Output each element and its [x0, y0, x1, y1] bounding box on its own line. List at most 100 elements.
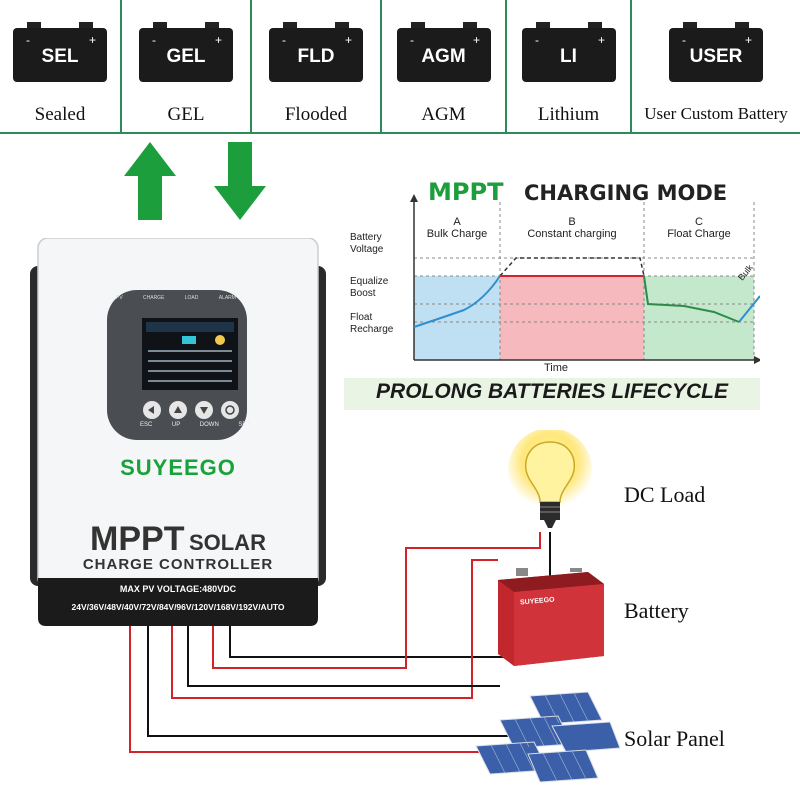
phase-a: A Bulk Charge [414, 216, 500, 240]
charge-controller-device [30, 238, 326, 626]
y-label-line: Float [350, 312, 373, 323]
battery-type-user: - + USER User Custom Battery [632, 0, 800, 132]
battery-wire-red [171, 559, 498, 699]
battery-name: Sealed [34, 104, 86, 125]
product-title-small: SOLAR [188, 530, 266, 555]
y-label-line: Voltage [350, 244, 384, 255]
divider [505, 0, 507, 132]
battery-code: FLD [297, 46, 335, 67]
phase-b: B Constant charging [500, 216, 644, 240]
svg-text:+: + [598, 33, 605, 47]
bulk-region [414, 276, 500, 360]
button-labels: ESC UP DOWN SET [140, 422, 250, 428]
phase-a-label: Bulk Charge [426, 228, 488, 240]
phase-c-letter: C [695, 216, 703, 228]
svg-text:+: + [215, 33, 222, 47]
charge-indicator-label: CHARGE [143, 295, 165, 301]
battery-name: Flooded [284, 104, 348, 125]
y-label-line: Boost [350, 288, 376, 299]
product-title: MPPT SOLAR [40, 520, 316, 559]
chart-tagline: PROLONG BATTERIES LIFECYCLE [376, 380, 728, 403]
solar-wire-red [129, 600, 510, 753]
rebulk-curve [738, 295, 760, 323]
phase-b-label: Constant charging [527, 228, 617, 240]
divider [630, 0, 632, 132]
chart-graphic [410, 194, 760, 364]
product-title-big: MPPT [90, 520, 185, 558]
battery-code: USER [689, 46, 743, 67]
equalize-dashed [499, 257, 645, 277]
battery-type-sealed: - + SEL Sealed [0, 0, 120, 132]
alarm-indicator-label: ALARM [218, 295, 236, 301]
phase-c: C Float Charge [644, 216, 754, 240]
pv-indicator-label: PV [116, 295, 123, 301]
chart-title-mode: CHARGING MODE [524, 181, 728, 205]
battery-code: GEL [166, 46, 206, 67]
svg-text:-: - [152, 33, 156, 47]
svg-text:-: - [682, 33, 686, 47]
battery-code: LI [560, 46, 577, 67]
svg-text:-: - [282, 33, 286, 47]
svg-text:+: + [345, 33, 352, 47]
chart-title-mppt: MPPT [428, 178, 504, 206]
load-wire-red [212, 532, 541, 669]
up-arrow-icon [124, 142, 176, 220]
y-label-line: Recharge [350, 324, 394, 335]
supported-voltages: 24V/36V/48V/40V/72V/84V/96V/120V/168V/19… [71, 602, 285, 612]
battery-icon: - + [139, 22, 233, 82]
max-pv-voltage: MAX PV VOLTAGE:480VDC [119, 584, 237, 594]
load-indicator-label: LOAD [184, 295, 199, 301]
light-bulb-icon [508, 430, 592, 528]
battery-icon: - + [269, 22, 363, 82]
battery-icon: - + [13, 22, 107, 82]
divider [120, 0, 122, 132]
y-label-float-recharge: Float Recharge [350, 312, 393, 336]
float-curve [643, 275, 740, 323]
float-region [644, 276, 754, 360]
battery-name: GEL [167, 104, 205, 125]
phase-b-letter: B [568, 216, 576, 228]
bulk-curve [413, 275, 501, 328]
battery-code: AGM [421, 46, 466, 67]
battery-name: User Custom Battery [644, 104, 788, 123]
svg-text:+: + [473, 33, 480, 47]
charging-mode-chart: MPPT CHARGING MODE A Bulk Charge B Const… [344, 172, 760, 410]
battery-name: Lithium [537, 104, 600, 125]
svg-text:-: - [26, 33, 30, 47]
svg-text:-: - [410, 33, 414, 47]
down-button[interactable]: DOWN [199, 422, 219, 428]
battery-icon: - + [396, 22, 491, 82]
y-label-equalize-boost: Equalize Boost [350, 276, 388, 300]
set-button[interactable]: SET [238, 422, 250, 428]
divider [380, 0, 382, 132]
up-button[interactable]: UP [171, 422, 181, 428]
svg-text:+: + [745, 33, 752, 47]
battery-type-agm: - + AGM AGM [382, 0, 505, 132]
battery-type-flooded: - + FLD Flooded [252, 0, 380, 132]
battery-type-lithium: - + LI Lithium [507, 0, 630, 132]
battery-code: SEL [41, 46, 79, 67]
battery-name: AGM [421, 104, 466, 125]
y-label-battery-voltage: Battery Voltage [350, 232, 383, 256]
divider [250, 0, 252, 132]
phase-a-letter: A [453, 216, 461, 228]
esc-button[interactable]: ESC [140, 422, 153, 428]
battery-icon: - + [669, 22, 763, 82]
constant-region [500, 276, 644, 360]
solar-panel-icon [475, 691, 620, 783]
indicator-labels: PV CHARGE LOAD ALARM [116, 295, 236, 301]
brand-logo: SUYEEGO [120, 455, 236, 480]
solar-panel-label: Solar Panel [624, 726, 725, 751]
phase-c-label: Float Charge [667, 228, 731, 240]
svg-text:-: - [535, 33, 539, 47]
battery-label: Battery [624, 598, 689, 623]
battery-device-icon [498, 568, 604, 666]
battery-type-gel: - + GEL GEL [122, 0, 250, 132]
flow-arrows [124, 142, 266, 220]
battery-type-row: - + SEL Sealed - + GEL GEL - + FLD Flood… [0, 0, 800, 134]
product-subtitle: CHARGE CONTROLLER [82, 556, 274, 573]
tagline-band [344, 378, 760, 410]
dc-load-label: DC Load [624, 482, 706, 507]
battery-wire-black [187, 600, 500, 687]
